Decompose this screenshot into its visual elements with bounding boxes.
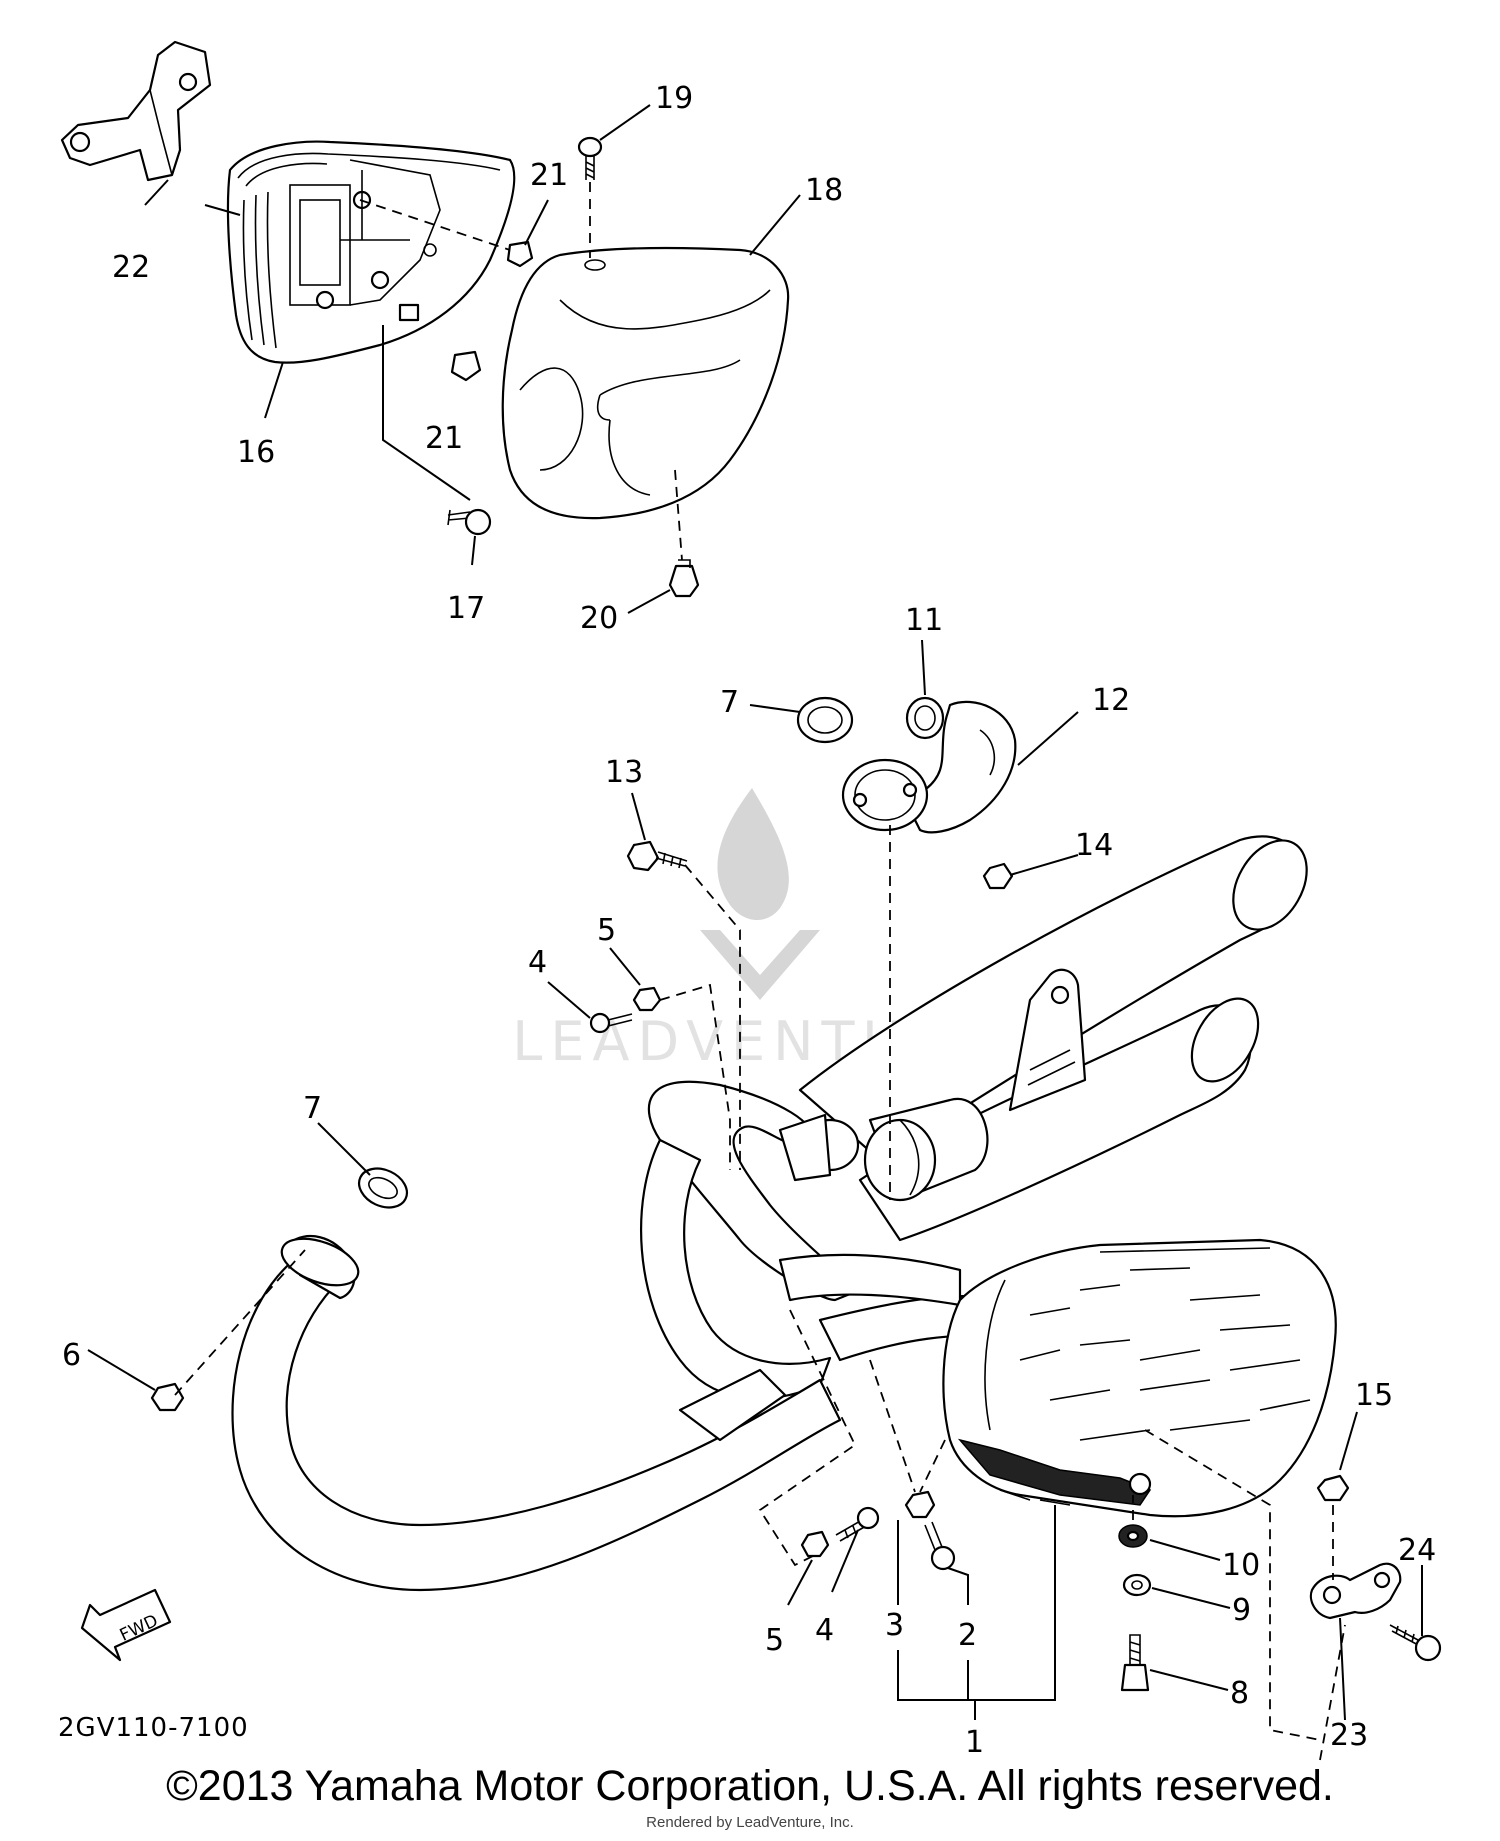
callout-5-label: 5 — [765, 1623, 784, 1658]
callout-1-label: 1 — [965, 1725, 984, 1760]
callout-20: 20 — [580, 589, 671, 636]
callout-14: 14 — [1009, 828, 1113, 876]
callout-21-label: 21 — [530, 158, 568, 193]
callout-7-label: 7 — [303, 1091, 322, 1126]
callout-11-label: 11 — [905, 603, 943, 638]
callout-18-label: 18 — [805, 173, 843, 208]
part-16-air-cleaner-case — [226, 140, 516, 364]
part-20-nut — [668, 559, 700, 598]
part-13-bolt — [626, 840, 688, 872]
part-4-bolt-upper — [589, 1012, 633, 1034]
part-18-cover — [501, 246, 790, 520]
part-7-gasket-lower — [357, 1167, 409, 1209]
callout-13-label: 13 — [605, 755, 643, 790]
callout-7-upper: 7 — [720, 685, 801, 720]
part-21-clip-lower — [398, 303, 482, 382]
callout-16-label: 16 — [237, 435, 275, 470]
callout-16: 16 — [237, 361, 284, 470]
callout-4-label: 4 — [815, 1613, 834, 1648]
callout-24: 24 — [1398, 1533, 1436, 1636]
part-1-muffler-front — [942, 1238, 1337, 1518]
part-1-exhaust-pipes — [231, 1080, 1002, 1592]
part-6-nut — [150, 1382, 185, 1412]
part-17-screw — [447, 508, 492, 536]
part-2-bolt — [924, 1521, 956, 1571]
callout-7-lower: 7 — [303, 1091, 371, 1176]
flame-logo-icon — [717, 788, 789, 920]
part-11-gasket — [905, 696, 945, 740]
callout-4-label: 4 — [528, 945, 547, 980]
callout-22: 22 — [112, 179, 241, 285]
callout-5-upper: 5 — [597, 913, 641, 986]
drawing-code: 2GV110-7100 — [58, 1713, 249, 1743]
copyright-notice: ©2013 Yamaha Motor Corporation, U.S.A. A… — [166, 1762, 1334, 1810]
callout-1: 1 — [897, 1505, 1056, 1760]
callout-23: 23 — [1330, 1617, 1368, 1753]
callout-6-label: 6 — [62, 1338, 81, 1373]
lower-assembly-lines — [174, 825, 1346, 1761]
callout-9: 9 — [1151, 1587, 1251, 1628]
part-1-muffler-rear — [798, 835, 1308, 1242]
callout-2-label: 2 — [958, 1618, 977, 1653]
callout-5-lower: 5 — [765, 1559, 813, 1658]
callout-4-lower: 4 — [815, 1529, 859, 1648]
callout-22-label: 22 — [112, 250, 150, 285]
part-8-bolt — [1120, 1634, 1150, 1692]
callout-21-upper: 21 — [524, 158, 568, 246]
rendered-by-note: Rendered by LeadVenture, Inc. — [646, 1814, 854, 1831]
fwd-arrow-icon: FWD — [80, 1588, 172, 1662]
callout-10: 10 — [1149, 1539, 1260, 1583]
callout-14-label: 14 — [1075, 828, 1113, 863]
callout-6: 6 — [62, 1338, 156, 1391]
callout-12: 12 — [1017, 683, 1130, 766]
part-14-nut — [982, 862, 1014, 890]
part-5-nut-lower — [800, 1530, 830, 1558]
callout-9-label: 9 — [1232, 1593, 1251, 1628]
part-9-washer — [1122, 1573, 1152, 1597]
callout-21-label: 21 — [425, 421, 463, 456]
part-3-nut — [904, 1490, 936, 1519]
part-15-nut — [1316, 1474, 1350, 1502]
callout-10-label: 10 — [1222, 1548, 1260, 1583]
callout-11: 11 — [905, 603, 943, 696]
part-7-gasket-upper — [796, 696, 854, 744]
part-12-exhaust-joint — [841, 700, 1017, 834]
callout-3-label: 3 — [885, 1608, 904, 1643]
part-24-bolt — [1389, 1624, 1442, 1662]
part-4-bolt-lower — [835, 1506, 880, 1542]
callout-5-label: 5 — [597, 913, 616, 948]
callout-21-lower: 21 — [425, 421, 463, 456]
callout-15: 15 — [1339, 1378, 1393, 1471]
callout-2: 2 — [947, 1567, 977, 1653]
part-10-washer — [1118, 1524, 1148, 1548]
callout-7-label: 7 — [720, 685, 739, 720]
callout-3: 3 — [885, 1520, 904, 1643]
callout-19-label: 19 — [655, 81, 693, 116]
part-21-clip-upper — [506, 240, 534, 268]
part-19-screw — [577, 136, 603, 180]
callout-23-label: 23 — [1330, 1718, 1368, 1753]
part-5-nut-upper — [632, 986, 662, 1012]
callout-20-label: 20 — [580, 601, 618, 636]
callout-8-label: 8 — [1230, 1676, 1249, 1711]
callout-18: 18 — [749, 173, 843, 256]
upper-assembly-lines — [359, 182, 683, 561]
callout-13: 13 — [605, 755, 646, 841]
callout-24-label: 24 — [1398, 1533, 1436, 1568]
callout-17-label: 17 — [447, 591, 485, 626]
part-22-bracket — [60, 40, 212, 182]
callout-8: 8 — [1149, 1669, 1249, 1711]
part-23-bracket — [1309, 1562, 1402, 1620]
callout-4-upper: 4 — [528, 945, 591, 1019]
callout-17: 17 — [447, 535, 485, 626]
callout-19: 19 — [599, 81, 693, 141]
callout-15-label: 15 — [1355, 1378, 1393, 1413]
callout-12-label: 12 — [1092, 683, 1130, 718]
